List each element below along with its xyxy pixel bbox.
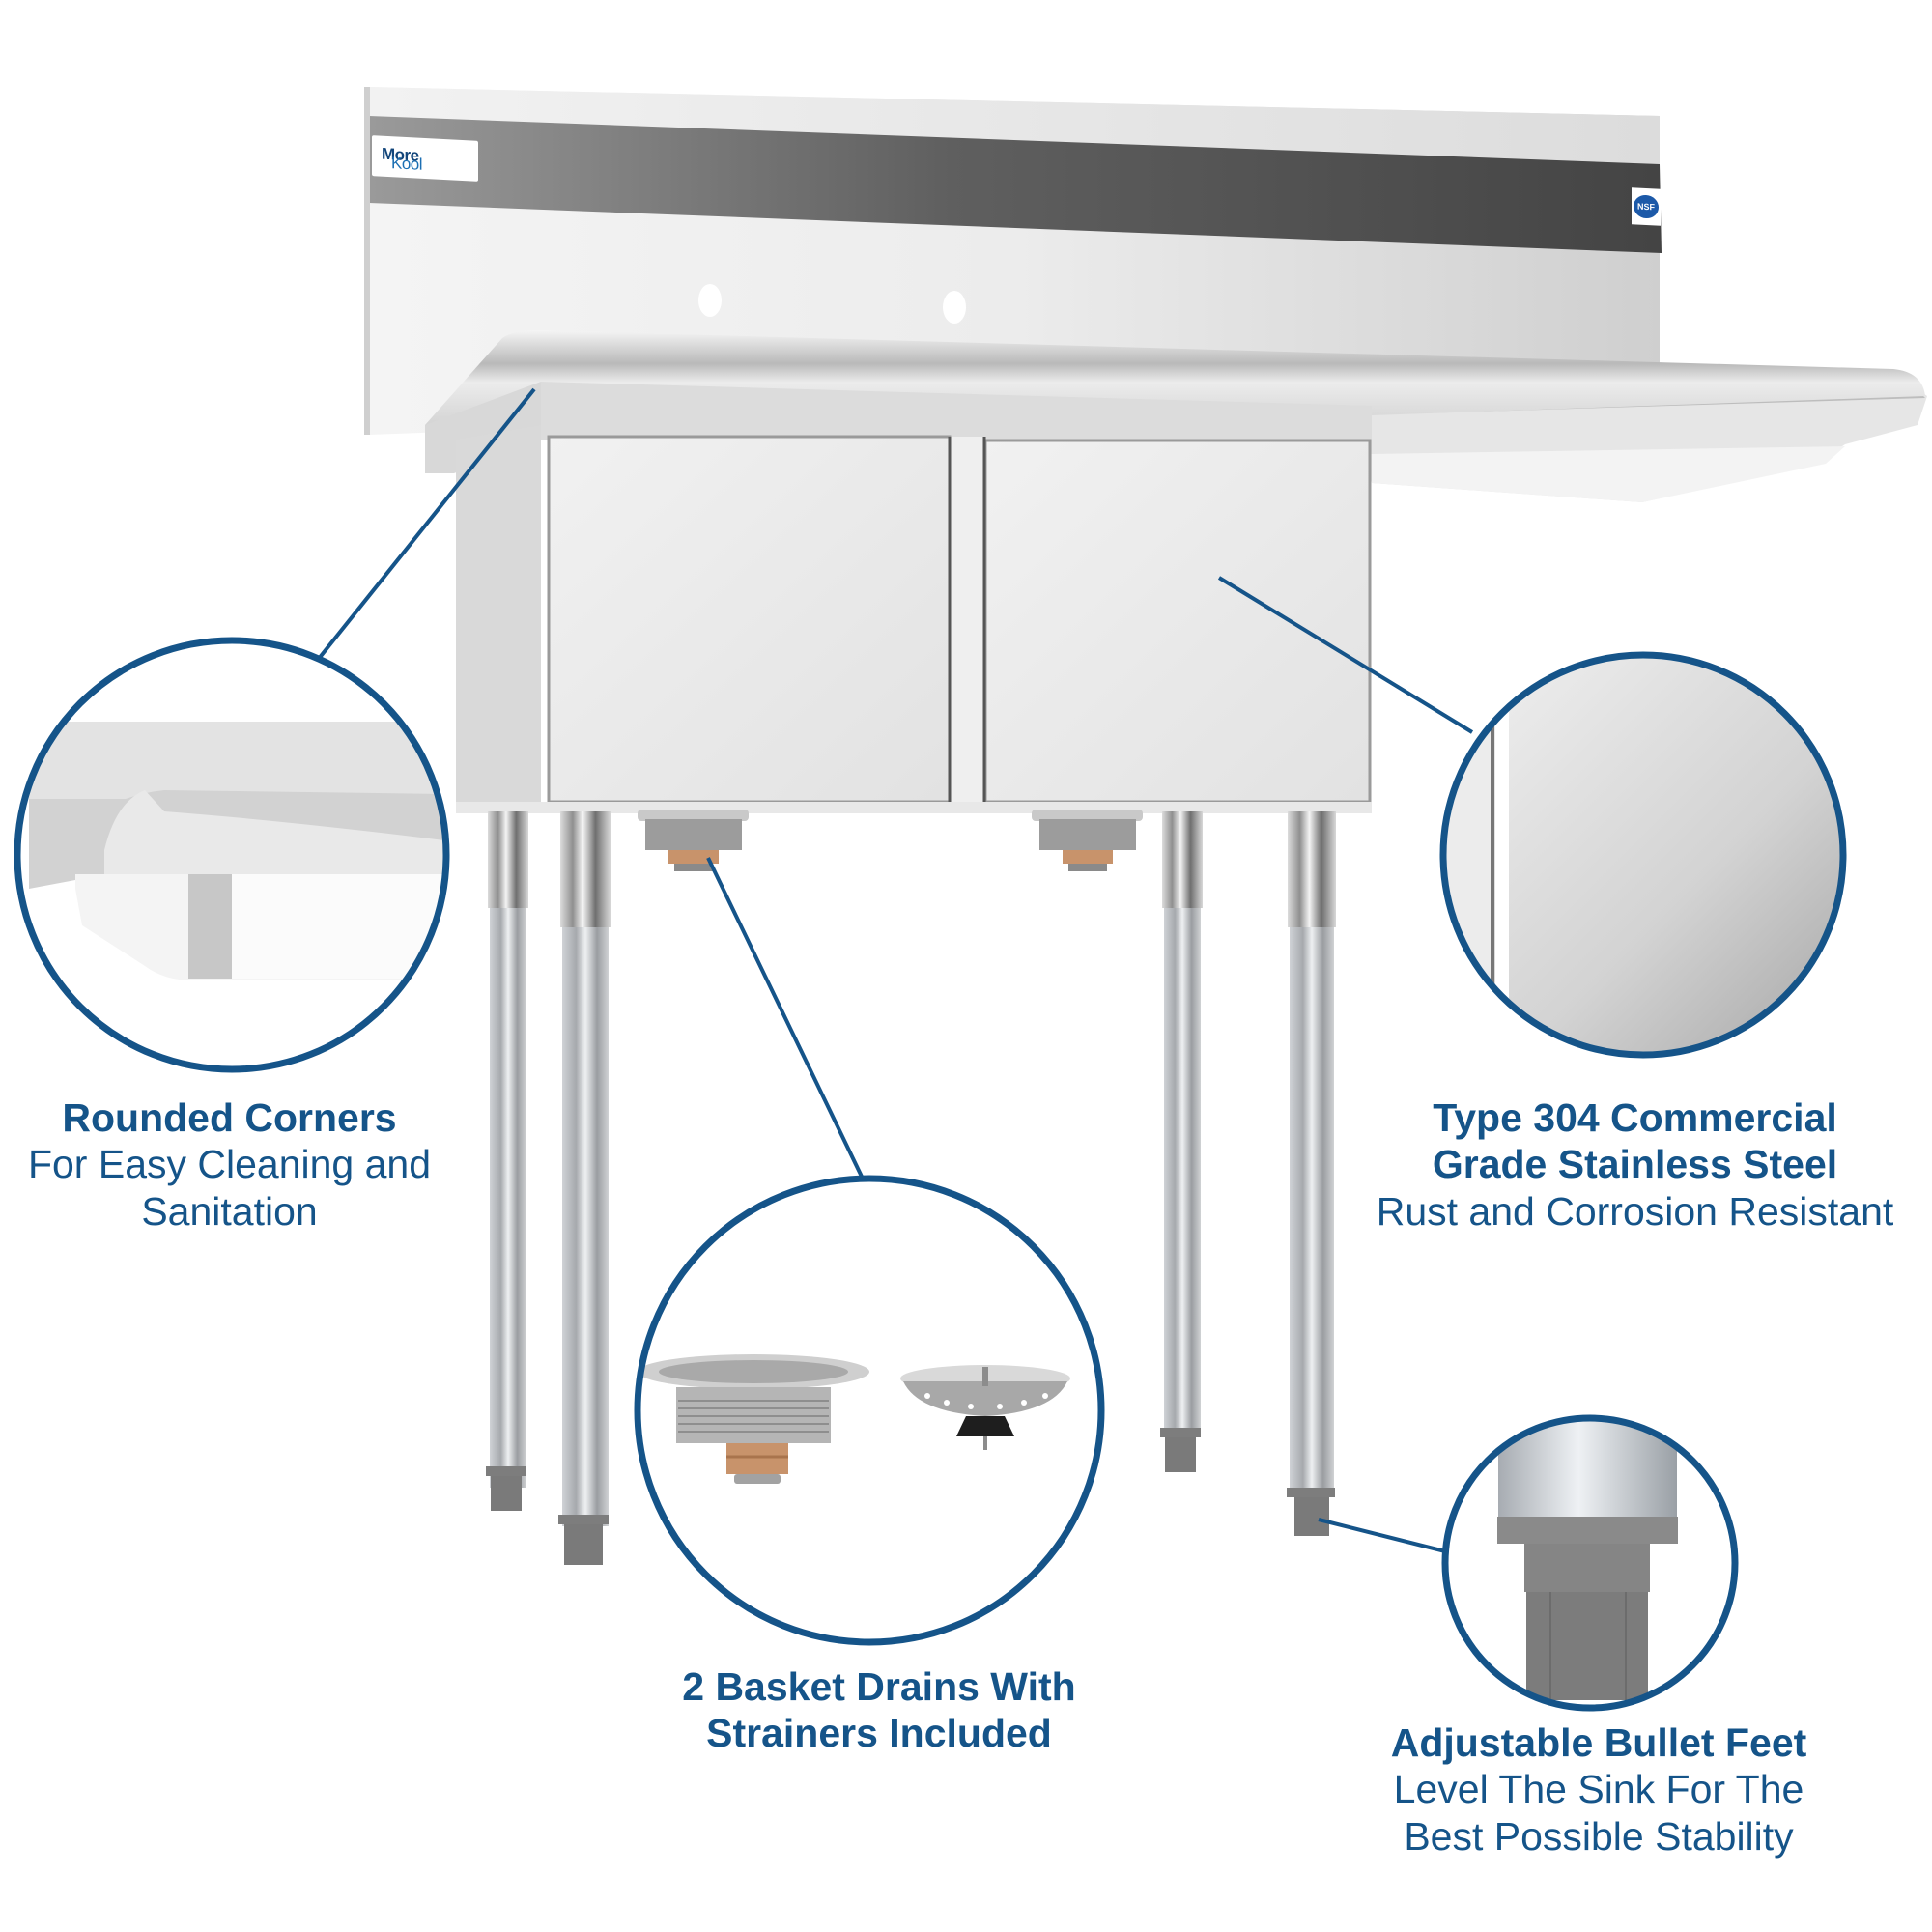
- callout-ring-stainless-steel: [1439, 651, 1847, 1059]
- caption-subtitle-line: Level The Sink For The: [1393, 1767, 1804, 1812]
- sink-basins: [456, 425, 1372, 813]
- callout-ring-rounded-corners: [14, 637, 450, 1073]
- caption-title: 2 Basket Drains With: [682, 1664, 1076, 1709]
- nsf-badge: NSF: [1632, 187, 1661, 226]
- callout-ring-basket-drains: [634, 1175, 1105, 1646]
- caption-title: Rounded Corners: [62, 1095, 397, 1140]
- callout-ring-bullet-feet: [1441, 1414, 1739, 1712]
- drain-under-left: [638, 810, 749, 871]
- caption-title: Grade Stainless Steel: [1432, 1142, 1838, 1187]
- caption-subtitle-line: For Easy Cleaning and: [27, 1142, 432, 1187]
- legs: [486, 811, 1336, 1565]
- caption-bullet-feet: Adjustable Bullet Feet Level The Sink Fo…: [1333, 1719, 1864, 1860]
- nsf-badge-text: NSF: [1634, 194, 1659, 219]
- caption-title: Type 304 Commercial: [1433, 1095, 1837, 1140]
- callout-connectors: [312, 387, 1474, 1554]
- caption-subtitle-line: Rust and Corrosion Resistant: [1376, 1188, 1894, 1234]
- caption-title: Adjustable Bullet Feet: [1390, 1720, 1807, 1765]
- caption-subtitle-line: Sanitation: [141, 1188, 318, 1234]
- logo-text-kool: Kool: [391, 154, 423, 174]
- caption-stainless-steel: Type 304 Commercial Grade Stainless Stee…: [1338, 1094, 1932, 1235]
- caption-title: Strainers Included: [706, 1711, 1052, 1756]
- drain-under-right: [1032, 810, 1143, 871]
- caption-subtitle-line: Best Possible Stability: [1404, 1813, 1794, 1859]
- caption-basket-drains: 2 Basket Drains With Strainers Included: [638, 1663, 1121, 1757]
- caption-rounded-corners: Rounded Corners For Easy Cleaning and Sa…: [0, 1094, 459, 1235]
